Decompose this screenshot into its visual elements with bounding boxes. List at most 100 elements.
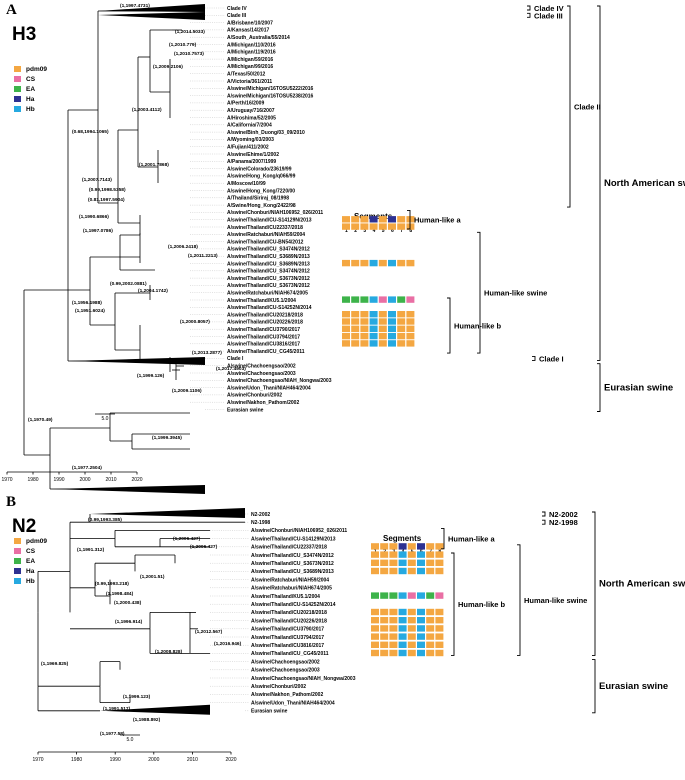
tip-label: A/swine/Thailand/CU_S3474N/2012 — [227, 247, 310, 253]
segment-cell-pdm09 — [351, 332, 360, 340]
legend-swatch-ha — [14, 96, 21, 102]
segment-cell-ea — [342, 296, 350, 303]
segment-cell-pdm09 — [351, 259, 360, 267]
node-label: (1,2006.2418) — [168, 244, 198, 250]
time-axis-tick-label: 2010 — [105, 477, 116, 483]
tip-label: A/Michigan/99/2016 — [227, 64, 273, 70]
segment-cell-hb — [417, 617, 425, 624]
node-label: (1,1977.2504) — [72, 465, 102, 471]
segment-cell-pdm09 — [380, 608, 389, 616]
segment-cell-hb — [369, 340, 378, 347]
collapsed-clade-triangle — [50, 485, 205, 494]
tip-label: A/swine/Thailand/CU_S3689N/2013 — [227, 261, 310, 267]
tip-label: A/swine/Thailand/CU_CG45/2011 — [251, 651, 329, 657]
tip-label: A/swine/Ratchaburi/NIAH674/2005 — [227, 291, 308, 297]
segment-cell-pdm09 — [371, 633, 379, 640]
segment-cell-pdm09 — [378, 318, 387, 325]
clade-bracket — [597, 5, 601, 361]
segment-cell-hb — [398, 567, 407, 575]
tip-label: A/swine/Thailand/CU3816/2017 — [251, 643, 324, 649]
tip-label: A/swine/Thailand/CU3790/2017 — [251, 627, 324, 633]
scale-bar-label: 5.0 — [127, 737, 134, 743]
node-label: (1,2013.2877) — [192, 350, 222, 356]
segments-title: Segments — [383, 534, 422, 543]
tip-label: A/swine/Thailand/CU_CG45/2011 — [227, 349, 305, 355]
segment-cell-pdm09 — [351, 223, 360, 230]
tip-label: A/swine/Udon_Thani/NIAH464/2004 — [227, 385, 311, 391]
clade-bracket — [451, 552, 455, 656]
segment-cell-pdm09 — [407, 543, 416, 550]
tip-label: Clade IV — [227, 6, 247, 12]
tip-label: A/Victoria/361/2011 — [227, 79, 272, 85]
tip-label: A/swine/Chachoengsao/NIAH_Nongwa/2003 — [227, 378, 332, 384]
legend-swatch-ha — [14, 568, 21, 574]
time-axis-tick-label: 2020 — [131, 477, 142, 483]
tip-label: A/swine/Ratchaburi/NIAH59/2004 — [227, 232, 305, 238]
tip-label: A/swine/Binh_Duong/03_09/2010 — [227, 130, 305, 136]
segment-cell-hb — [388, 311, 396, 318]
tip-label: A/swine/Chachoengsao/2003 — [251, 668, 320, 674]
segment-number: 7 — [400, 228, 403, 234]
node-label: (1,2000.438) — [114, 600, 142, 606]
segment-cell-cs — [406, 296, 415, 303]
clade-bracket-label: Human-like a — [414, 216, 462, 225]
segment-cell-pdm09 — [380, 649, 389, 657]
node-label: (1,2004.1742) — [138, 288, 168, 294]
segment-cell-pdm09 — [406, 311, 415, 318]
tip-label: A/swine/Thailand/CU_S3474N/2012 — [227, 269, 310, 275]
tip-label: A/swine/Chachoengsao/2003 — [227, 371, 296, 377]
tip-label: A/Uruguay/716/2007 — [227, 108, 275, 114]
segment-cell-pdm09 — [397, 325, 406, 332]
tip-label: A/swine/Nakhon_Pathom/2002 — [227, 400, 299, 406]
segment-cell-pdm09 — [378, 223, 387, 230]
node-label: (1,2006.427) — [173, 536, 201, 542]
tip-label: A/swine/Chonburi/2002 — [227, 393, 282, 399]
clade-bracket-label: Human-like b — [458, 600, 506, 609]
segment-cell-pdm09 — [389, 608, 398, 616]
segment-cell-hb — [369, 311, 378, 318]
segment-cell-pdm09 — [378, 311, 387, 318]
segment-cell-pdm09 — [371, 617, 379, 624]
tip-label: A/Moscow/10/99 — [227, 181, 266, 187]
segment-cell-pdm09 — [351, 340, 360, 347]
clade-bracket-label: Human-like a — [448, 535, 496, 544]
segment-cell-pdm09 — [371, 559, 379, 566]
segment-cell-pdm09 — [397, 318, 406, 325]
node-label: (0.99,1993.385) — [88, 517, 122, 523]
segment-cell-pdm09 — [406, 325, 415, 332]
segment-cell-hb — [369, 325, 378, 332]
segment-cell-pdm09 — [389, 543, 398, 550]
tip-label: A/swine/Thailand/CU-BN54/2012 — [227, 239, 304, 245]
node-label: (0.99,1993.218) — [95, 581, 129, 587]
segment-cell-pdm09 — [426, 543, 435, 550]
segment-cell-hb — [398, 551, 407, 558]
segment-cell-hb — [388, 259, 396, 267]
segment-cell-cs — [435, 592, 444, 599]
segment-cell-hb — [398, 649, 407, 657]
segment-cell-pdm09 — [389, 633, 398, 640]
tip-label: A/Michigan/119/2016 — [227, 50, 276, 56]
clade-bracket-label: North American swine — [604, 178, 685, 189]
tip-label: A/Kansas/14/2017 — [227, 28, 269, 34]
clade-bracket — [441, 527, 445, 550]
segment-cell-pdm09 — [342, 325, 350, 332]
segment-cell-pdm09 — [378, 216, 387, 223]
clade-bracket — [542, 511, 546, 517]
segment-cell-pdm09 — [407, 649, 416, 657]
segment-cell-hb — [388, 296, 396, 303]
panel-b-gene-title: N2 — [12, 516, 36, 537]
segment-cell-pdm09 — [407, 559, 416, 566]
segment-cell-pdm09 — [342, 332, 350, 340]
clade-bracket — [477, 231, 481, 354]
tip-label: A/swine/Thailand/CU20218/2018 — [251, 610, 327, 616]
legend-swatch-ea — [14, 86, 21, 92]
segment-cell-pdm09 — [397, 332, 406, 340]
legend-swatch-hb — [14, 578, 21, 584]
segment-cell-pdm09 — [426, 559, 435, 566]
segment-cell-pdm09 — [360, 216, 369, 223]
node-label: (1,1999.123) — [123, 694, 151, 700]
segment-cell-pdm09 — [351, 325, 360, 332]
tip-label: A/swine/Chonburi/2002 — [251, 684, 306, 690]
node-label: (1,1999.3945) — [152, 435, 182, 441]
